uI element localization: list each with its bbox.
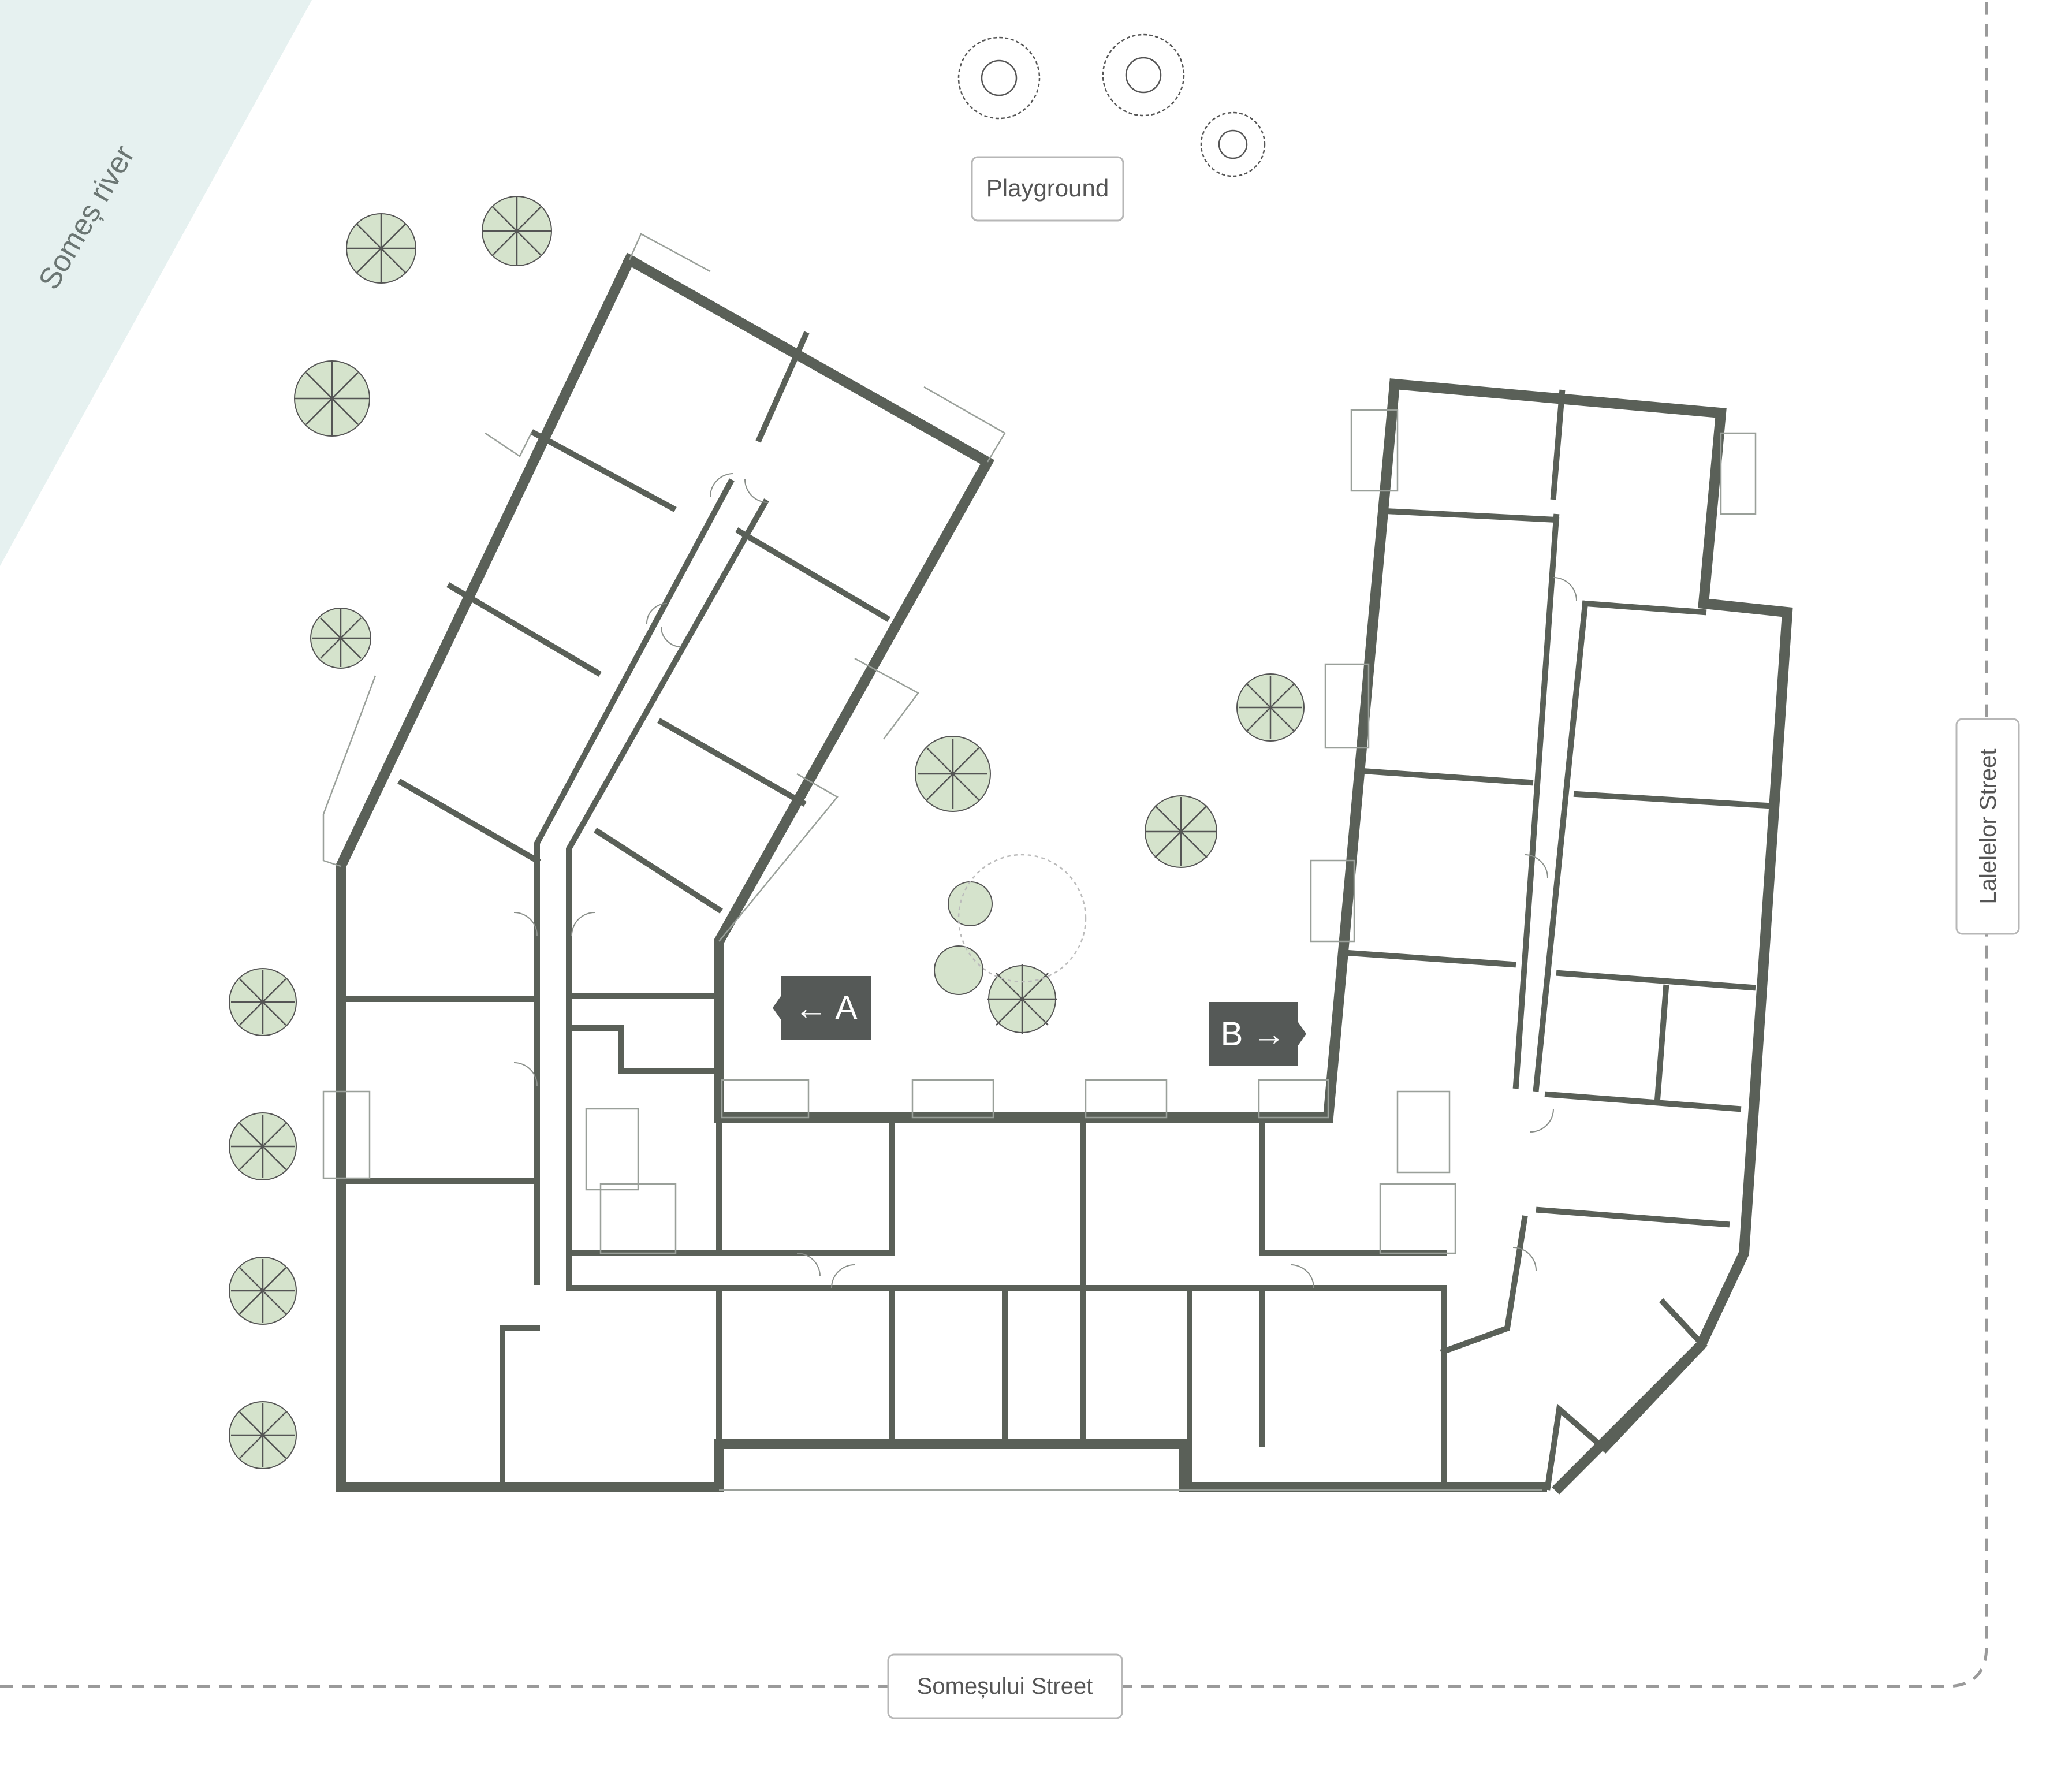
marker-a[interactable]: ← A (773, 976, 871, 1040)
svg-text:Someșului Street: Someșului Street (917, 1674, 1093, 1699)
street-label-someșului: Someșului Street (887, 1653, 1123, 1719)
svg-text:Playground: Playground (986, 174, 1109, 202)
building-central-bar (336, 1090, 1547, 1492)
site-boundary (0, 0, 1988, 1688)
tree-spokes (231, 196, 1302, 1467)
svg-text:B →: B → (1221, 1015, 1286, 1053)
river-area (0, 0, 312, 566)
street-label-lalelelor: Lalelelor Street (1955, 718, 2020, 935)
door-swings (513, 473, 1577, 1288)
svg-text:← A: ← A (794, 989, 858, 1027)
tree-outline (957, 33, 1266, 177)
tree-green (229, 196, 1305, 1469)
balconies (322, 233, 1757, 1491)
playground-label: Playground (971, 156, 1124, 222)
building-right-wing (1322, 378, 1793, 1495)
playground-circle (957, 854, 1087, 983)
marker-b[interactable]: B → (1209, 1002, 1306, 1066)
svg-text:Lalelelor Street: Lalelelor Street (1976, 748, 2001, 904)
